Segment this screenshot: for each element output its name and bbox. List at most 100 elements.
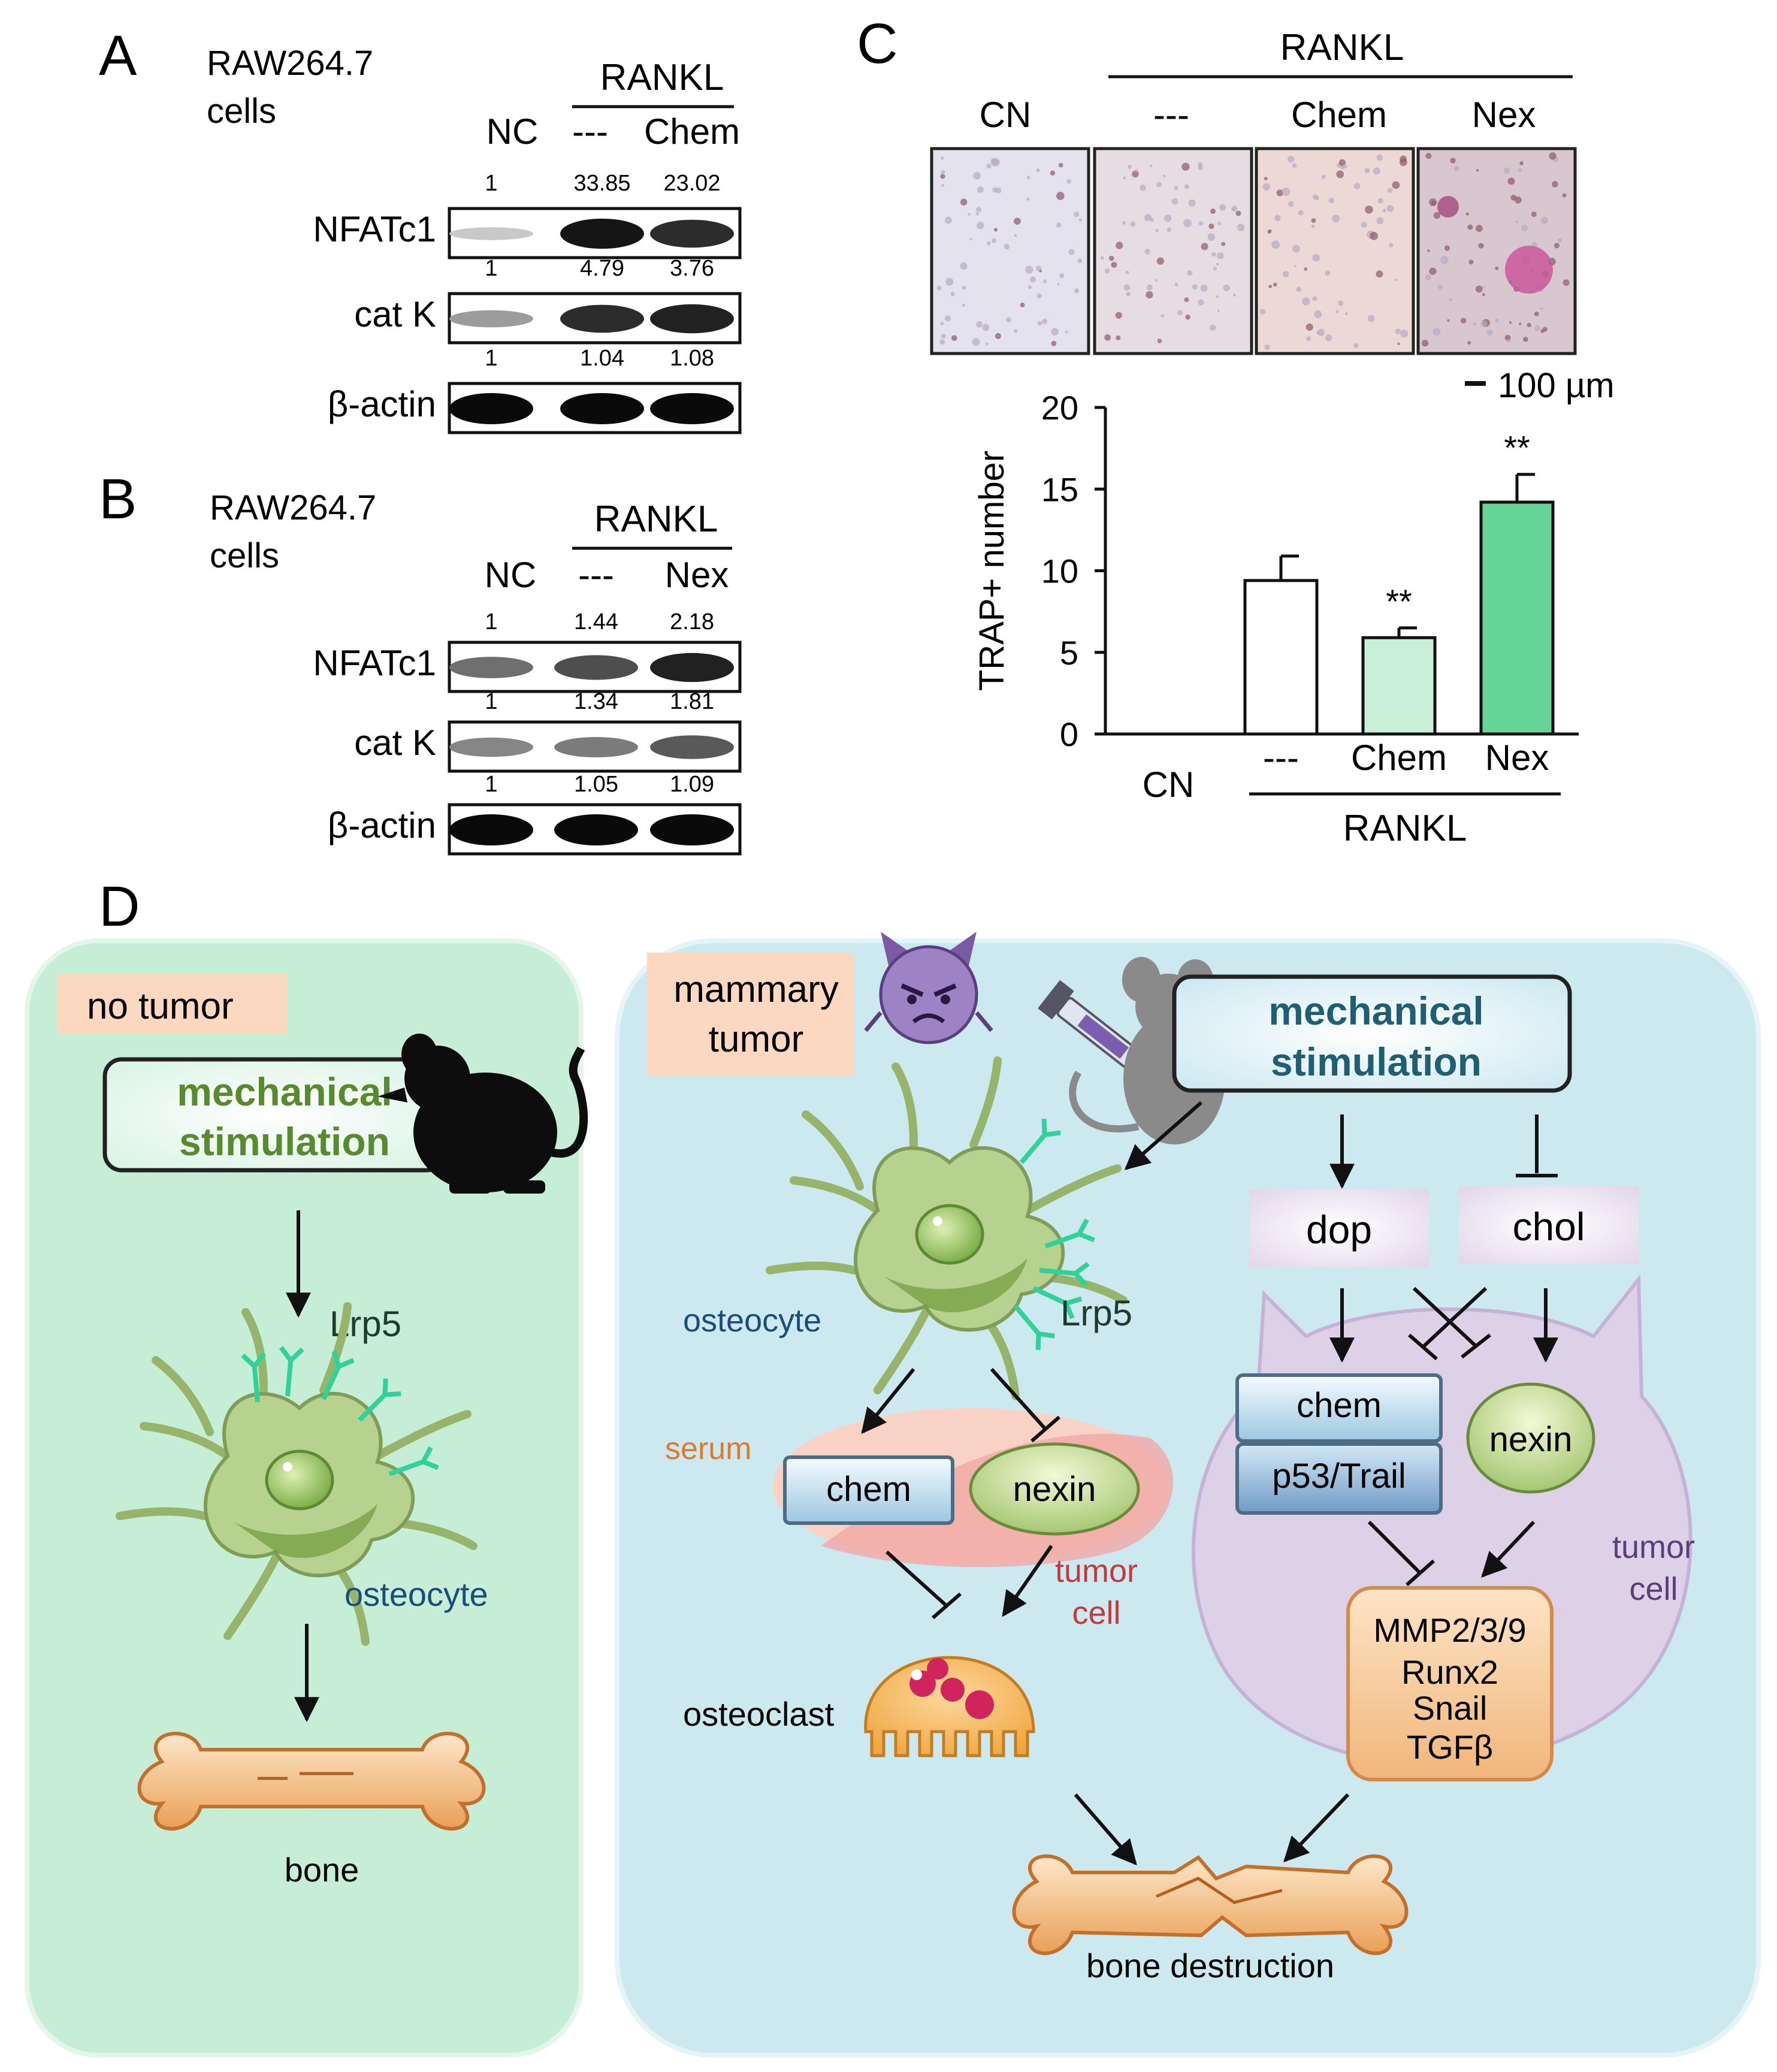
cell-speck (1264, 177, 1268, 180)
y-tick-label: 5 (1060, 634, 1078, 672)
cell-speck (1155, 279, 1158, 282)
cell-speck (1026, 176, 1030, 179)
nexin-label: nexin (1013, 1470, 1096, 1509)
cell-speck (939, 339, 945, 345)
densitometry-value: 1.05 (574, 772, 618, 797)
cell-speck (1209, 324, 1216, 331)
cell-speck (1495, 266, 1499, 270)
cell-speck (1450, 158, 1456, 164)
blot-band (554, 737, 638, 757)
cell-speck (1004, 243, 1010, 250)
densitometry-value: 1.81 (670, 689, 714, 714)
panel-b-lane-1: NC (485, 555, 537, 595)
cell-speck (1437, 284, 1443, 289)
cell-speck (1294, 265, 1297, 268)
arrow-osteoclast-to-bone (1074, 1793, 1137, 1866)
target-1: MMP2/3/9 (1373, 1611, 1526, 1649)
mammary-tumor-line1: mammary (673, 969, 839, 1010)
cell-speck (1051, 340, 1057, 346)
densitometry-value: 1 (485, 346, 497, 371)
cell-speck (950, 292, 955, 297)
cell-speck (1126, 292, 1131, 297)
cell-speck (1305, 323, 1313, 331)
cell-speck (1135, 169, 1138, 173)
blot-band (650, 735, 734, 759)
cell-speck (1563, 279, 1570, 286)
mammary-tumor-line2: tumor (709, 1019, 803, 1060)
cell-speck (1157, 339, 1162, 343)
cell-speck (1146, 291, 1153, 299)
bar (1361, 636, 1437, 736)
cell-speck (1174, 185, 1178, 191)
cell-speck (1494, 319, 1499, 323)
densitometry-value: 2.18 (670, 609, 714, 635)
group-label: RANKL (1343, 808, 1467, 849)
cell-speck (1065, 330, 1068, 334)
cell-speck (1161, 314, 1165, 318)
panel-c-image-label-1: CN (980, 95, 1032, 135)
cell-speck (940, 174, 945, 179)
panel-c: C RANKL CN --- Chem Nex 100 µm 05101520T… (857, 12, 1615, 849)
densitometry-value: 4.79 (580, 256, 624, 281)
cell-speck (1335, 310, 1339, 313)
cell-speck (1037, 321, 1042, 326)
dendrite (874, 1308, 930, 1394)
mammary-tumor-tag (647, 953, 854, 1076)
cell-speck (1353, 183, 1361, 189)
left-stim-line1: mechanical (177, 1070, 392, 1114)
cell-speck (1429, 267, 1437, 275)
target-2: Runx2 (1401, 1653, 1498, 1691)
cell-speck (1514, 196, 1522, 204)
lrp5-receptor-icon (241, 1352, 267, 1403)
chol-box (1459, 1186, 1639, 1264)
cell-speck (992, 238, 996, 243)
tumor-cell-label-2: cell (1072, 1595, 1120, 1631)
cell-speck (1111, 261, 1117, 268)
blot-band (650, 219, 734, 248)
densitometry-value: 1 (485, 689, 497, 714)
lrp5-receptor-icon (358, 1378, 401, 1422)
cell-speck (1332, 215, 1340, 223)
arrow-stim-to-osteocyte-right (1124, 1101, 1202, 1170)
panel-a-group-header: RANKL (600, 57, 724, 98)
cell-speck (996, 188, 1002, 194)
cell-speck (941, 156, 944, 160)
cell-speck (1050, 170, 1056, 176)
cell-speck (1216, 295, 1219, 298)
cell-speck (1321, 174, 1326, 179)
cell-speck (1104, 268, 1110, 274)
cytoplasm-shade (884, 1258, 1027, 1313)
inhibit-chol-to-chem (1421, 1286, 1488, 1349)
cell-speck (1027, 285, 1032, 289)
panel-b-cell-line-2: cells (210, 536, 279, 575)
cell-speck (945, 277, 954, 286)
cell-speck (1144, 249, 1150, 255)
cell-speck (1507, 177, 1515, 185)
cell-speck (990, 158, 998, 165)
cell-speck (1163, 215, 1172, 222)
cell-speck (1367, 315, 1375, 322)
densitometry-value: 1.44 (574, 609, 618, 635)
cell-speck (1395, 328, 1401, 334)
cell-speck (1298, 210, 1304, 216)
cell-speck (1482, 293, 1485, 297)
cell-speck (941, 170, 945, 175)
cell-speck (1467, 224, 1473, 230)
tumor-cell-right-label-1: tumor (1612, 1529, 1695, 1565)
cell-speck (1115, 312, 1122, 319)
dendrite (152, 1356, 214, 1436)
blot-band (554, 814, 638, 845)
cell-speck (1317, 328, 1325, 336)
x-category-label: Nex (1485, 738, 1549, 778)
cell-speck (1274, 215, 1281, 222)
cell-speck (1201, 243, 1208, 250)
trap-positive-cell (1505, 246, 1553, 294)
panel-a-lane-3: Chem (644, 111, 740, 152)
blot-band (449, 310, 533, 328)
cell-speck (960, 262, 968, 270)
cell-speck (1116, 241, 1123, 249)
p53-box (1235, 1442, 1443, 1515)
cell-speck (1296, 286, 1302, 292)
arrow-nexin-to-mmp (1481, 1520, 1536, 1578)
